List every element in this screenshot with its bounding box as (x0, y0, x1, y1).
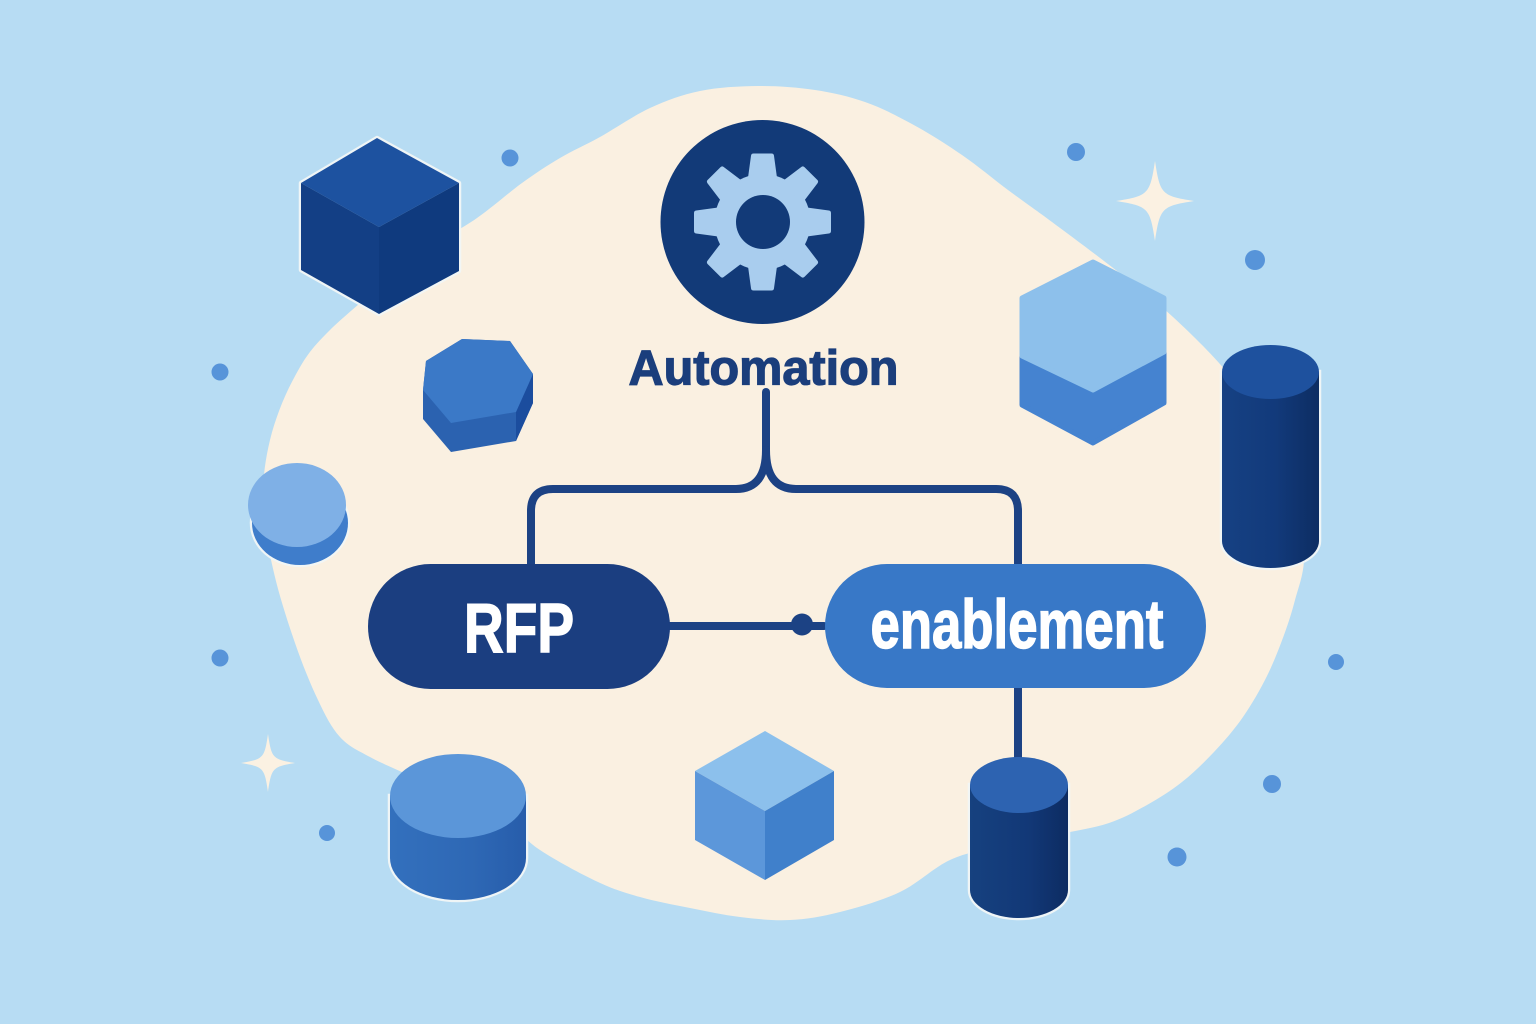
svg-text:RFP: RFP (464, 589, 574, 667)
svg-text:enablement: enablement (871, 586, 1164, 663)
svg-text:Automation: Automation (629, 342, 899, 396)
